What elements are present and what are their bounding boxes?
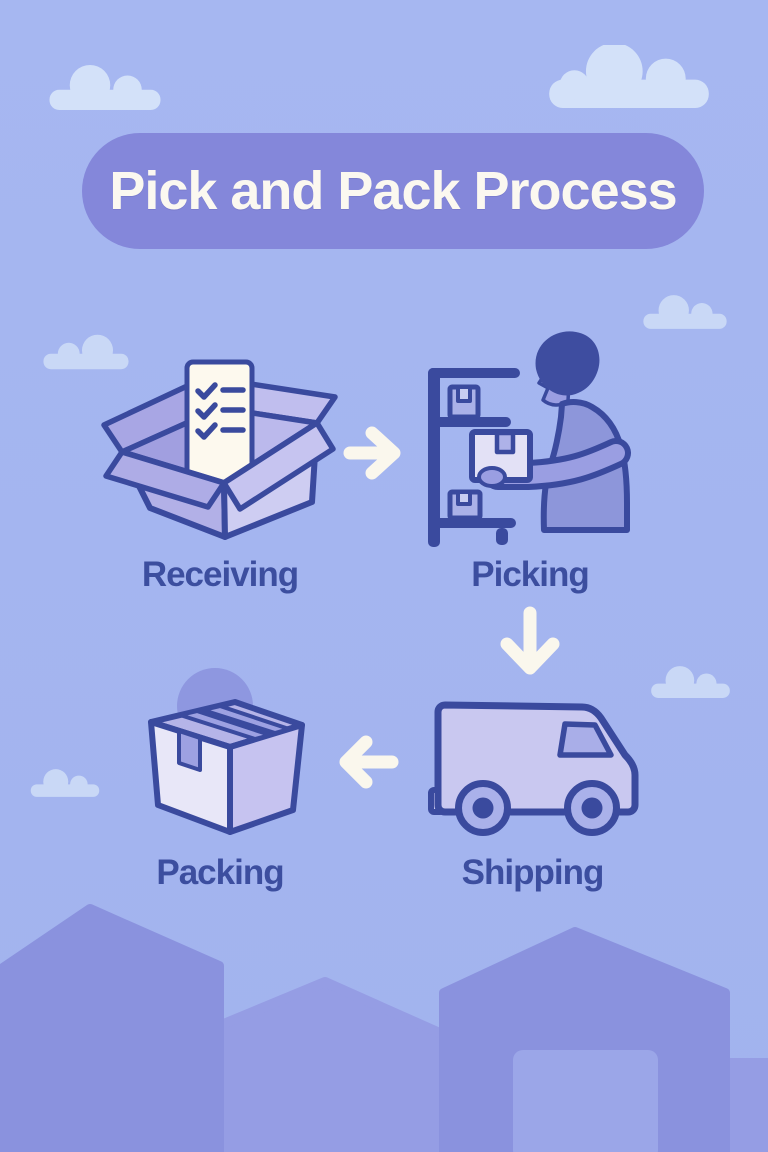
title-banner: Pick and Pack Process: [82, 133, 704, 249]
page-title: Pick and Pack Process: [109, 161, 677, 221]
shipping-icon: [428, 701, 639, 836]
tape-strips: [178, 704, 291, 741]
cloud-icon: [651, 666, 730, 698]
truck-wheel: [564, 780, 620, 836]
worker-hand: [477, 466, 507, 488]
receiving-icon: [101, 359, 338, 540]
step-label-packing: Packing: [156, 853, 284, 892]
checklist-paper: [184, 359, 255, 488]
shelf: [428, 368, 520, 547]
cloud-icon: [643, 295, 727, 329]
step-label-receiving: Receiving: [141, 555, 299, 594]
arrow-down-icon: [500, 606, 560, 675]
skyline: [0, 904, 768, 1152]
picking-icon: [428, 331, 631, 547]
step-label-shipping: Shipping: [461, 853, 605, 892]
shelf-box: [447, 384, 483, 521]
worker-hair: [535, 331, 600, 396]
box-flap: [103, 449, 227, 510]
truck-window: [557, 721, 614, 758]
step-label-picking: Picking: [471, 555, 589, 594]
tape-tab: [177, 729, 202, 772]
arrow-right-icon: [343, 426, 401, 480]
truck-wheel: [455, 780, 511, 836]
cloud-icon: [43, 334, 129, 370]
arrow-left-icon: [339, 735, 399, 789]
cloud-icon: [549, 45, 709, 108]
door: [513, 1050, 658, 1152]
box-flap: [221, 420, 336, 512]
cloud-icon: [30, 769, 100, 797]
cloud-icon: [49, 65, 161, 110]
packing-icon: [148, 668, 305, 835]
